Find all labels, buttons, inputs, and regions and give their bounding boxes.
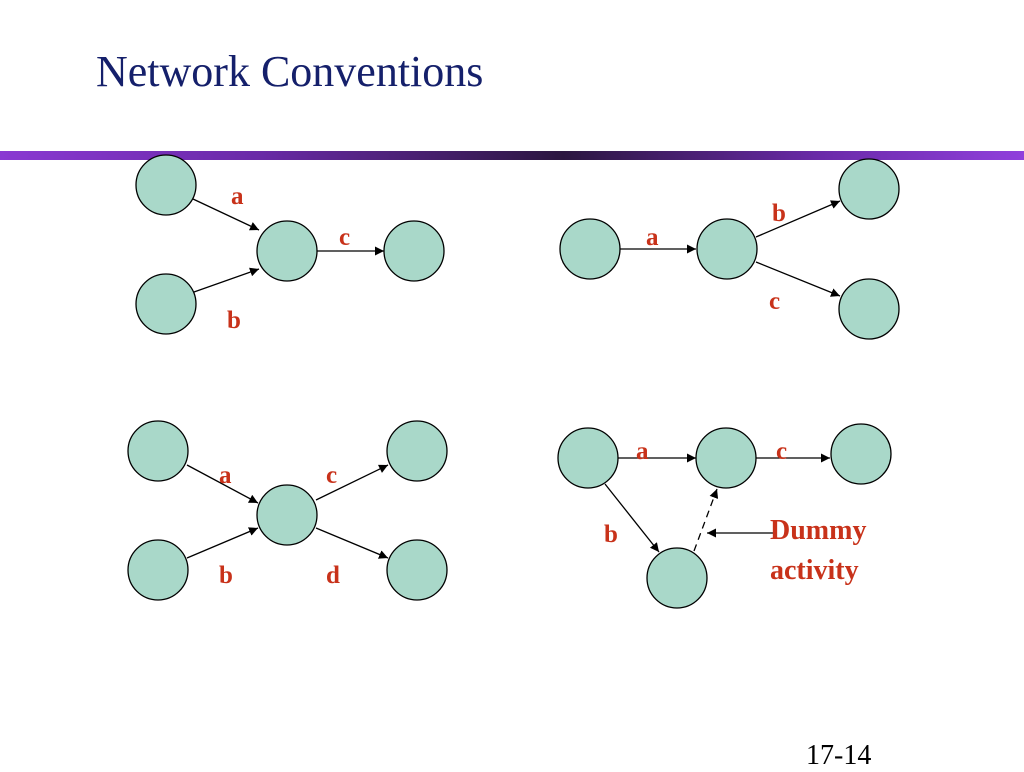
title-divider	[0, 151, 1024, 160]
node	[127, 539, 189, 601]
node	[838, 278, 900, 340]
dummy-activity-edge	[693, 488, 719, 552]
edge-label: a	[219, 462, 232, 489]
dummy-activity-annotation: Dummy activity	[770, 511, 866, 591]
edge-label: b	[227, 307, 241, 334]
edge-a	[192, 198, 260, 231]
edge-b	[755, 200, 841, 238]
node	[559, 218, 621, 280]
annotation-line: Dummy	[770, 515, 867, 546]
dummy-diagram: a c b	[557, 423, 892, 609]
edge-label: a	[636, 438, 649, 465]
node	[386, 420, 448, 482]
edge-b	[604, 483, 660, 553]
node	[838, 158, 900, 220]
node	[386, 539, 448, 601]
node	[695, 427, 757, 489]
node	[256, 220, 318, 282]
edge-label: b	[219, 562, 233, 589]
node	[135, 154, 197, 216]
node	[127, 420, 189, 482]
page-number: 17-14	[806, 740, 872, 771]
node	[557, 427, 619, 489]
edge-label: c	[769, 288, 780, 315]
edge-label: b	[604, 521, 618, 548]
edge-a	[186, 464, 259, 504]
slide-title: Network Conventions	[96, 47, 484, 96]
edge-label: c	[776, 438, 787, 465]
edge-label: b	[772, 200, 786, 227]
merge-diagram: a b c	[135, 154, 445, 335]
cross-diagram: a c b d	[127, 420, 448, 601]
edge-label: a	[231, 183, 244, 210]
node	[256, 484, 318, 546]
edge-label: a	[646, 224, 659, 251]
edge-b	[193, 267, 260, 293]
node	[135, 273, 197, 335]
node	[830, 423, 892, 485]
edge-c	[755, 261, 841, 297]
edge-c	[315, 464, 389, 501]
edge-b	[186, 527, 259, 559]
edge-d	[315, 527, 389, 559]
split-diagram: a b c	[559, 158, 900, 340]
edge-label: c	[326, 462, 337, 489]
node	[383, 220, 445, 282]
node	[646, 547, 708, 609]
edge-label: c	[339, 224, 350, 251]
edge-label: d	[326, 562, 340, 589]
node	[696, 218, 758, 280]
annotation-line: activity	[770, 555, 859, 586]
